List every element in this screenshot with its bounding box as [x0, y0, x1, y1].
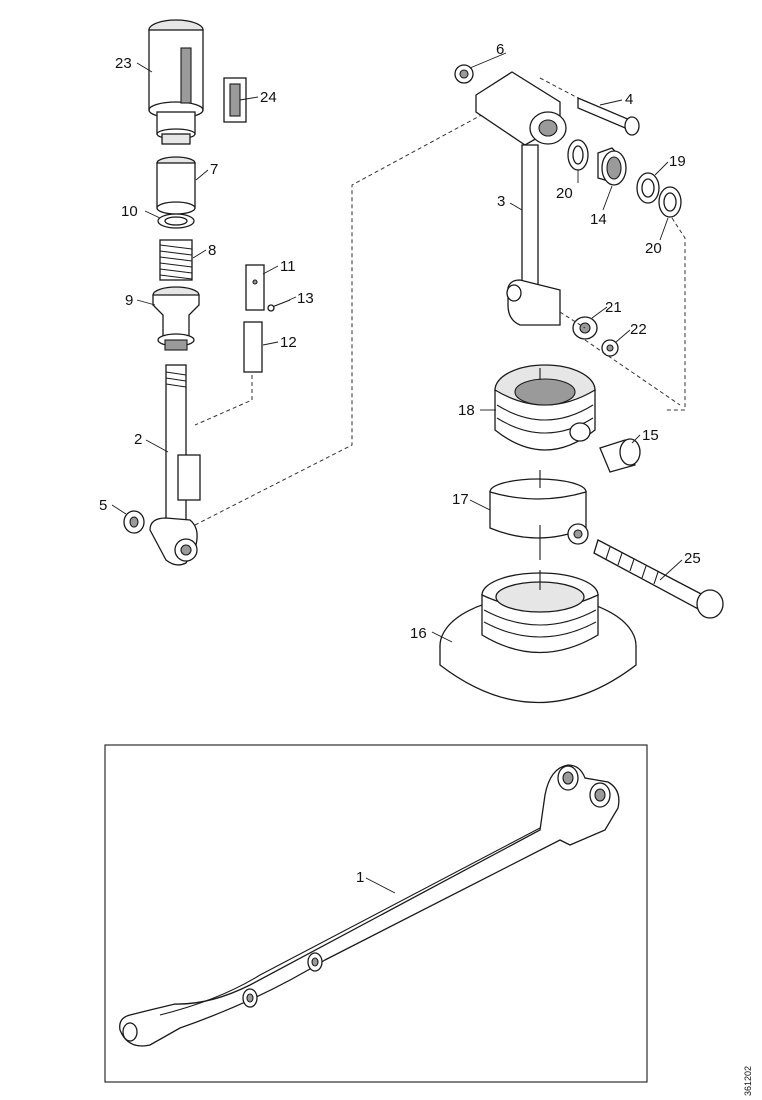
part-7-sleeve — [156, 156, 196, 215]
part-13-screw — [267, 299, 291, 312]
part-3-arm — [475, 71, 567, 326]
part-labels: 23 24 7 10 8 9 11 13 12 2 5 6 4 3 20 14 … — [99, 41, 701, 886]
part-25-bolt — [593, 539, 724, 619]
assembly-line-bolt — [539, 77, 579, 99]
part-10-washer — [157, 213, 195, 229]
label-12: 12 — [280, 334, 297, 351]
leader-lines — [111, 52, 683, 894]
part-1-arm — [119, 764, 620, 1047]
part-5-nut — [123, 510, 145, 534]
label-16: 16 — [410, 625, 427, 642]
part-12-plate — [243, 321, 263, 373]
part-16-base — [439, 572, 637, 704]
assembly-line-mid — [559, 311, 681, 406]
part-19-ring — [636, 172, 660, 204]
part-2-shaft — [149, 364, 201, 566]
label-21: 21 — [605, 299, 622, 316]
label-2: 2 — [134, 431, 142, 448]
label-9: 9 — [125, 292, 133, 309]
part-4-bolt — [577, 97, 640, 136]
label-7: 7 — [210, 161, 218, 178]
part-6-nut — [454, 64, 474, 84]
label-3: 3 — [497, 193, 505, 210]
label-11: 11 — [280, 258, 296, 275]
part-23-motor — [148, 19, 204, 145]
label-1: 1 — [356, 869, 364, 886]
detail-frame — [104, 744, 648, 1083]
label-4: 4 — [625, 91, 633, 108]
part-11-plate — [245, 264, 265, 311]
part-8-spring — [159, 239, 193, 281]
part-24-clip — [223, 77, 247, 123]
label-5: 5 — [99, 497, 107, 514]
label-6: 6 — [496, 41, 504, 58]
part-17-band — [489, 478, 589, 545]
label-20-a: 20 — [556, 185, 573, 202]
part-22-nut — [601, 339, 619, 357]
label-10: 10 — [121, 203, 138, 220]
assembly-line-shaft — [194, 104, 501, 526]
label-24: 24 — [260, 89, 277, 106]
label-8: 8 — [208, 242, 216, 259]
label-25: 25 — [684, 550, 701, 567]
drawing-code: 361202 — [743, 1066, 753, 1096]
label-20-b: 20 — [645, 240, 662, 257]
label-17: 17 — [452, 491, 469, 508]
label-15: 15 — [642, 427, 659, 444]
part-9-flanged-sleeve — [152, 286, 200, 351]
label-18: 18 — [458, 402, 475, 419]
assembly-line-left — [194, 375, 253, 426]
label-22: 22 — [630, 321, 647, 338]
part-15-pin — [599, 438, 641, 473]
part-14-bushing — [597, 147, 627, 186]
assembly-line-right — [665, 217, 686, 411]
part-20-ring-b — [658, 186, 682, 218]
label-13: 13 — [297, 290, 314, 307]
part-20-ring-a — [567, 139, 589, 171]
label-23: 23 — [115, 55, 132, 72]
label-14: 14 — [590, 211, 607, 228]
label-19: 19 — [669, 153, 686, 170]
part-18-clamp-head — [494, 364, 596, 451]
